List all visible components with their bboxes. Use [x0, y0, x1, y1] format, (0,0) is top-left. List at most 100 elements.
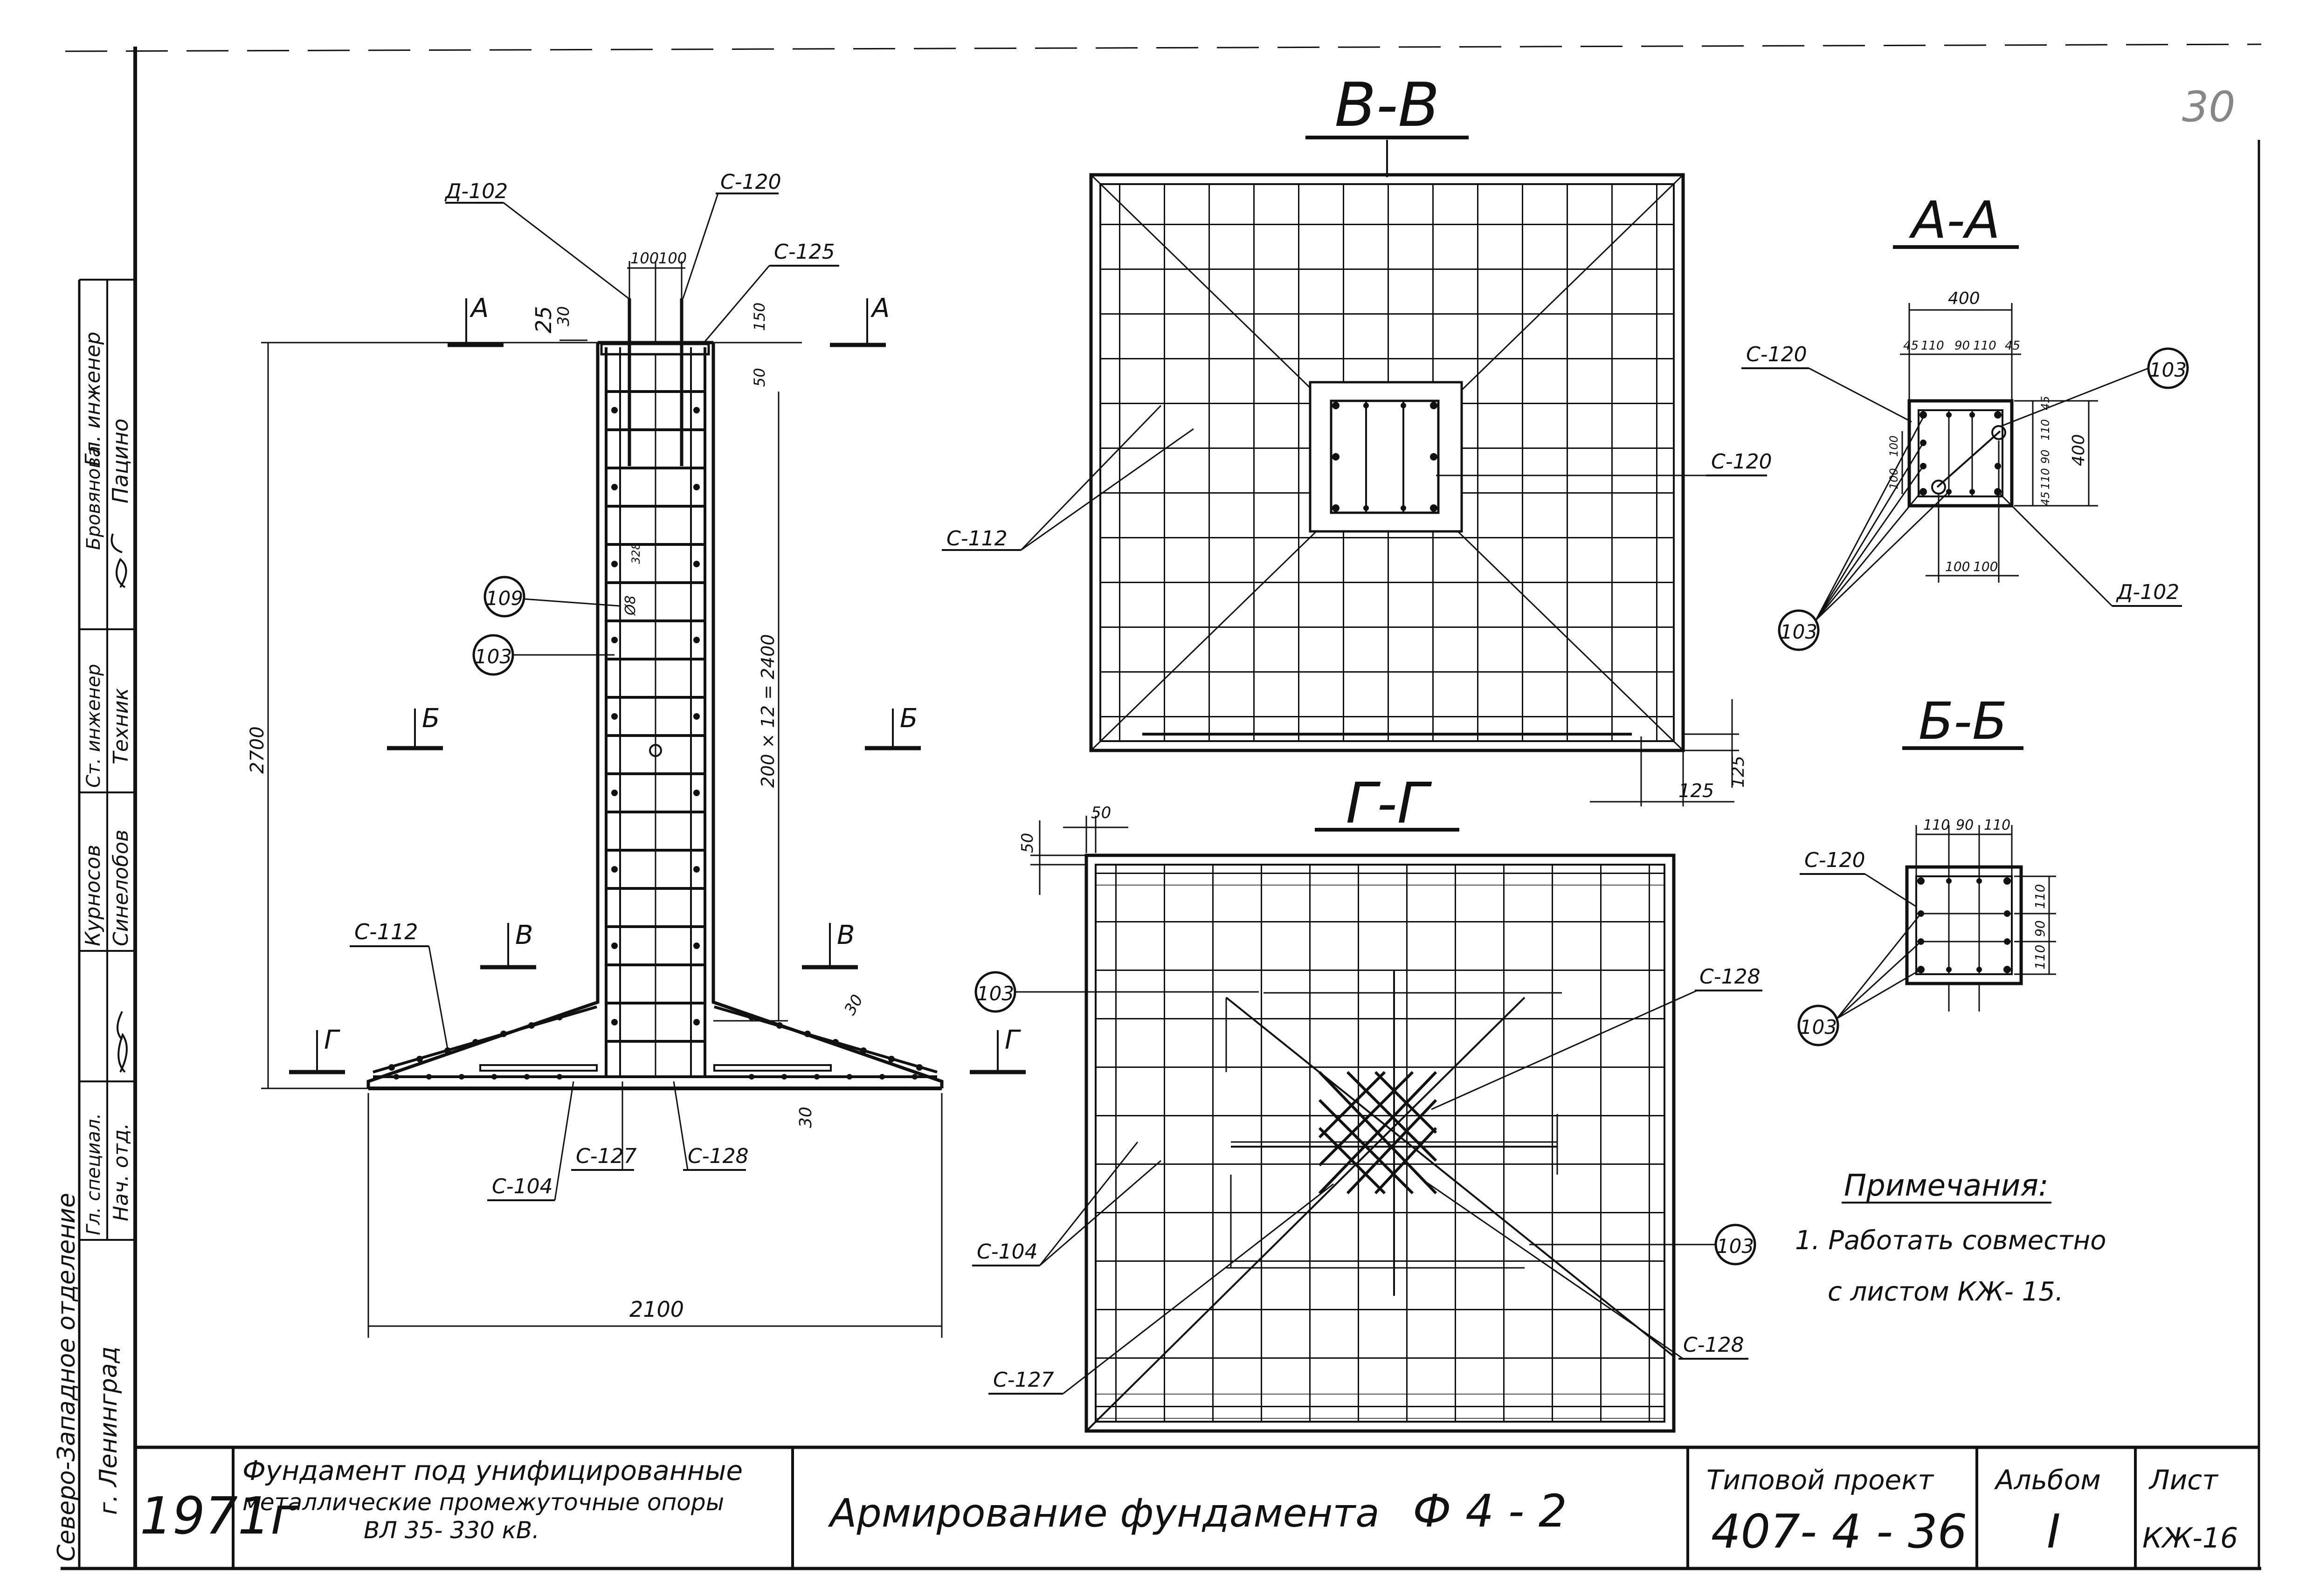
album-number: I	[2047, 1504, 2061, 1559]
central-cross-mesh	[1318, 1071, 1437, 1195]
callout-109: 109	[486, 587, 523, 610]
bb-callout-103-bubble	[1797, 1004, 1839, 1046]
bb-dim-r110a: 110	[2032, 884, 2048, 909]
dim-slope-30: 30	[841, 991, 867, 1018]
section-mark-b-left: Б	[422, 703, 440, 734]
bb-dim-110b: 110	[1984, 817, 2010, 833]
stamp-role-2a: Ст. инженер	[83, 664, 104, 788]
stamp-name-3b: Синелобов	[109, 830, 133, 946]
callout-c127-elev: С-127	[576, 1144, 637, 1168]
dim-gg-50-left: 50	[1018, 833, 1037, 853]
aa-dim-45b: 45	[2005, 339, 2020, 353]
drawing-title: Армирование фундамента	[828, 1490, 1380, 1536]
dim-30: 30	[554, 306, 573, 326]
callout-c128-elev: С-128	[688, 1144, 749, 1168]
notes-line-2: с листом КЖ- 15.	[1828, 1277, 2064, 1307]
title-block: 1971г Фундамент под унифицированные мета…	[135, 1445, 2259, 1568]
bb-dim-110a: 110	[1923, 817, 1950, 833]
dim-height-2700: 2700	[247, 726, 268, 774]
callout-103-gg-right: 103	[1717, 1235, 1754, 1258]
callout-c104-gg: С-104	[977, 1240, 1038, 1264]
aa-dim-r110b: 110	[2039, 468, 2052, 489]
stamp-role-1: Гл. инженер	[81, 332, 105, 466]
aa-dim-r45a: 45	[2039, 396, 2052, 410]
aa-callout-103-bottom: 103	[1780, 620, 1817, 643]
callout-c127-gg: С-127	[993, 1368, 1054, 1392]
callout-c112-elev: С-112	[354, 919, 418, 944]
title-desc-1: Фундамент под унифицированные	[242, 1455, 743, 1486]
aa-dim-110a: 110	[1921, 339, 1944, 353]
callout-c112-plan: С-112	[946, 527, 1008, 550]
dim-l328: 328	[629, 543, 642, 564]
aa-dim-400h: 400	[2069, 434, 2088, 466]
callout-c104-elev: С-104	[492, 1175, 553, 1198]
sheet-frame: 30	[61, 43, 2262, 1570]
callout-c128-gg-bottom: С-128	[1683, 1333, 1744, 1357]
aa-dim-l100a: 100	[1887, 435, 1900, 457]
corner-mark: 30	[2182, 83, 2236, 131]
side-stamp: Гл. инженер Бровянова Пацино Ст. инженер…	[53, 279, 135, 1568]
bb-callout-103: 103	[1800, 1016, 1837, 1039]
aa-dim-45a: 45	[1903, 339, 1919, 353]
aa-callout-c120: С-120	[1746, 343, 1807, 366]
stamp-department: Северо-Западное отделение	[53, 1193, 81, 1562]
section-mark-a-right: А	[870, 293, 890, 323]
project-label: Типовой проект	[1706, 1464, 1934, 1496]
callout-103: 103	[475, 645, 512, 668]
plan-vv-title: В-В	[1334, 69, 1439, 140]
callout-c125: С-125	[774, 240, 835, 264]
section-bb-title: Б-Б	[1919, 691, 2008, 751]
notes-block: Примечания: 1. Работать совместно с лист…	[1795, 1169, 2106, 1307]
drawing-mark: Ф 4 - 2	[1413, 1485, 1567, 1537]
dim-width-2100: 2100	[629, 1297, 684, 1322]
aa-dim-r90: 90	[2039, 449, 2052, 464]
callout-109-bubble	[483, 576, 525, 618]
stamp-role-2b: Техник	[109, 688, 133, 764]
aa-callout-103-bottom-bubble	[1778, 609, 1820, 651]
notes-title: Примечания:	[1844, 1169, 2049, 1203]
dim-vv-125-bottom: 125	[1678, 780, 1714, 802]
aa-dim-r110a: 110	[2039, 419, 2052, 440]
section-bb: Б-Б 110 90 110 110 90 110	[1797, 691, 2056, 1046]
stamp-city: г. Ленинград	[95, 1347, 123, 1515]
project-number: 407- 4 - 36	[1711, 1504, 1967, 1559]
notes-line-1: 1. Работать совместно	[1795, 1225, 2106, 1256]
sheet-label: Лист	[2148, 1464, 2219, 1496]
dim-100-right: 100	[658, 249, 687, 267]
callout-c128-gg-top: С-128	[1699, 965, 1761, 989]
plan-vv: В-В С-112 С-120 125 125	[942, 69, 1772, 806]
title-desc-3: ВЛ 35- 330 кВ.	[364, 1517, 539, 1544]
aa-dim-b100b: 100	[1973, 559, 1998, 574]
dim-bar-d8: Ø8	[622, 595, 639, 616]
section-mark-b-right: Б	[900, 703, 918, 734]
bar-dots	[611, 407, 700, 1025]
album-label: Альбом	[1994, 1464, 2101, 1496]
aa-dim-400w: 400	[1948, 289, 1980, 308]
dim-spacing: 200 × 12 = 2400	[758, 634, 778, 788]
callout-c120: С-120	[720, 170, 781, 194]
elevation-view: 100 100 25 30 150 50 А А Б Б В В Г	[247, 170, 1026, 1338]
aa-dim-110b: 110	[1973, 339, 1996, 353]
callout-c120-plan: С-120	[1711, 450, 1772, 474]
stamp-role-1b: Бровянова	[83, 446, 104, 550]
plan-gg: Г-Г 50	[972, 771, 1762, 1433]
bb-callout-c120: С-120	[1804, 848, 1865, 872]
section-mark-v-right: В	[837, 920, 855, 950]
stamp-name-3a: Курносов	[81, 845, 105, 946]
aa-callout-d102: Д-102	[2116, 580, 2179, 604]
section-mark-v-left: В	[515, 920, 533, 950]
section-mark-g-right: Г	[1005, 1025, 1021, 1055]
aa-callout-103-top: 103	[2149, 358, 2187, 381]
title-year: 1971г	[140, 1486, 298, 1546]
aa-dim-r45b: 45	[2039, 491, 2052, 506]
bb-dim-r90: 90	[2032, 920, 2048, 937]
section-aa: А-А 400 45 110 90 110 45 45 110 90	[1741, 190, 2189, 651]
dim-vv-125-right: 125	[1729, 756, 1748, 788]
bb-dim-90: 90	[1956, 817, 1974, 833]
dim-25: 25	[531, 306, 556, 333]
dim-100-left: 100	[630, 249, 659, 267]
sheet-number: КЖ-16	[2142, 1522, 2238, 1555]
bb-dim-r110b: 110	[2032, 945, 2048, 970]
dim-150: 150	[751, 303, 768, 331]
